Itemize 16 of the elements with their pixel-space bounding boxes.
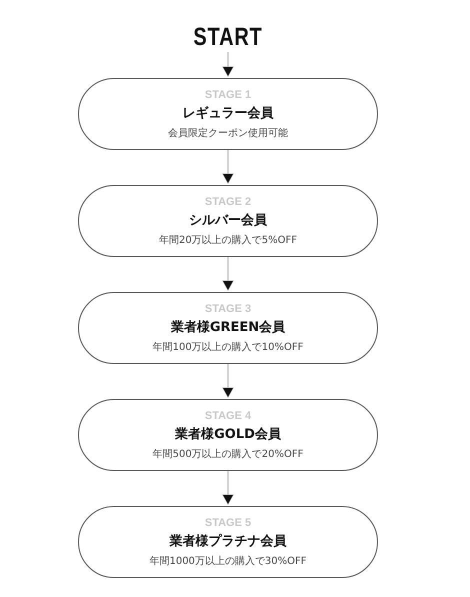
arrow [222,364,234,398]
benefit-text: 年間100万以上の購入で10%OFF [152,341,304,354]
benefit-text: 年間1000万以上の購入で30%OFF [149,555,307,568]
arrow [222,256,234,290]
benefit-text: 会員限定クーポン使用可能 [168,127,288,140]
membership-title: シルバー会員 [189,212,267,229]
arrow [222,470,234,504]
membership-title: 業者様GREEN会員 [170,319,286,336]
membership-title: レギュラー会員 [182,105,274,122]
arrow [222,52,234,76]
membership-title: 業者様GOLD会員 [175,426,281,443]
arrow [222,150,234,184]
start-label: START [46,22,410,52]
membership-title: 業者様プラチナ会員 [170,533,286,550]
benefit-text: 年間20万以上の購入で5%OFF [159,234,297,247]
benefit-text: 年間500万以上の購入で20%OFF [152,448,304,461]
